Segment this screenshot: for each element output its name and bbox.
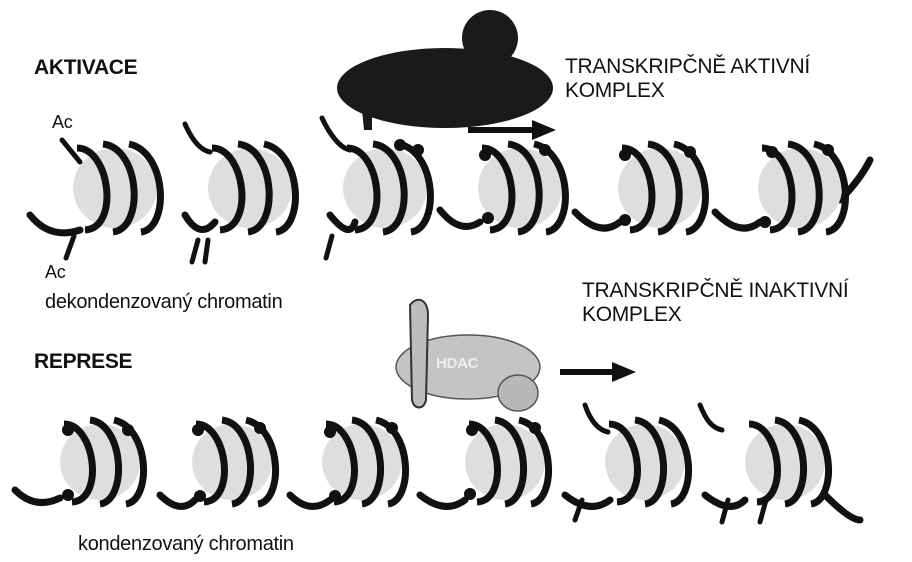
arrow-head <box>612 362 636 382</box>
acetyl-dot <box>122 424 134 436</box>
condensed-chromatin-label: kondenzovaný chromatin <box>78 533 294 555</box>
acetyl-dot <box>194 490 206 502</box>
acetyl-dot <box>822 144 834 156</box>
acetyl-dot <box>329 490 341 502</box>
histone-core <box>758 148 842 228</box>
activator-complex <box>337 10 553 130</box>
acetyl-dot <box>684 146 696 158</box>
acetyl-dot <box>394 139 406 151</box>
dna-binding-stem <box>362 110 372 130</box>
acetyl-dot <box>619 214 631 226</box>
acetyl-dot <box>386 422 398 434</box>
acetyl-dot <box>539 144 551 156</box>
acetyl-dot <box>482 212 494 224</box>
nucleosome <box>73 144 160 232</box>
histone-core <box>73 148 157 228</box>
ac-label-top: Ac <box>52 112 72 132</box>
repression-title: REPRESE <box>34 350 132 374</box>
acetyl-dot <box>62 424 74 436</box>
active-chromatin-fiber <box>30 118 870 262</box>
acetyl-dot <box>412 144 424 156</box>
acetyl-dot <box>62 489 74 501</box>
acetyl-dot <box>324 426 336 438</box>
acetyl-dot <box>766 146 778 158</box>
coactivator-head <box>462 10 518 66</box>
active-complex-label: TRANSKRIPČNĚ AKTIVNÍ KOMPLEX <box>565 55 810 102</box>
arrow-icon <box>560 362 636 382</box>
histone-core <box>745 424 825 500</box>
histone-core <box>618 148 702 228</box>
acetyl-dot <box>619 149 631 161</box>
histone-core <box>208 148 292 228</box>
nucleosome <box>208 144 295 232</box>
nucleosome <box>605 420 689 504</box>
acetyl-dot <box>464 488 476 500</box>
acetyl-dot <box>529 422 541 434</box>
inactive-complex-label: TRANSKRIPČNĚ INAKTIVNÍ KOMPLEX <box>582 279 848 326</box>
repressor-stem <box>410 300 428 408</box>
nucleosome <box>745 420 829 504</box>
acetyl-dot <box>466 424 478 436</box>
acetyl-dot <box>759 216 771 228</box>
acetyl-dot <box>192 424 204 436</box>
histone-core <box>343 148 427 228</box>
ac-label-bottom: Ac <box>45 262 65 282</box>
histone-core <box>605 424 685 500</box>
histone-core <box>192 424 272 500</box>
acetyl-dot <box>254 422 266 434</box>
hdac-subunit <box>498 375 538 411</box>
hdac-label: HDAC <box>436 356 478 373</box>
activation-title: AKTIVACE <box>34 56 137 80</box>
decondensed-chromatin-label: dekondenzovaný chromatin <box>45 291 282 313</box>
histone-core <box>465 424 545 500</box>
arrow-head <box>532 120 556 140</box>
repressed-chromatin-fiber <box>15 405 860 522</box>
acetyl-dot <box>479 149 491 161</box>
